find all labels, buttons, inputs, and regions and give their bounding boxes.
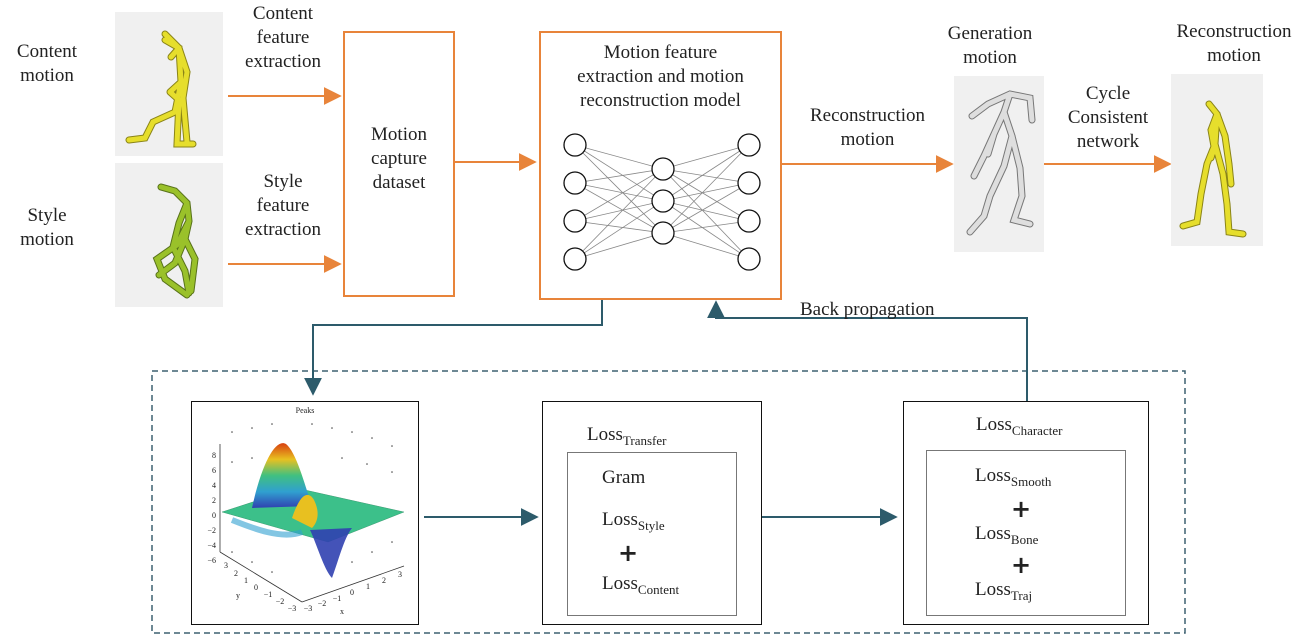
reconstruction-arrow-label: Reconstruction motion: [809, 105, 926, 150]
generation-motion-label: Generation motion: [947, 23, 1033, 68]
content-feature-extraction-label: Content feature extraction: [245, 3, 321, 72]
loss-character-title: LossCharacter: [976, 414, 1063, 438]
back-propagation-arrow: [707, 300, 1028, 401]
x-tick: 1: [366, 582, 370, 591]
z-tick: 6: [212, 466, 216, 475]
reconstruction-skeleton-figure: [1179, 100, 1247, 238]
gram-label: Gram: [602, 467, 646, 488]
loss-traj-term: LossTraj: [975, 579, 1033, 603]
content-skeleton-figure: [125, 30, 197, 148]
y-tick: 2: [234, 569, 238, 578]
loss-character-box: LossCharacter LossSmooth + LossBone + Lo…: [903, 401, 1149, 625]
loss-smooth-term: LossSmooth: [975, 465, 1052, 489]
style-feature-extraction-label: Style feature extraction: [245, 171, 321, 240]
z-tick: 8: [212, 451, 216, 460]
generation-skeleton-figure: [966, 90, 1036, 236]
style-motion-label: Style motion: [20, 205, 74, 250]
z-tick: −4: [207, 541, 216, 550]
loss-content-term: LossContent: [602, 573, 680, 597]
plus-icon: +: [618, 539, 639, 567]
back-propagation-label: Back propagation: [800, 299, 935, 320]
model-to-plot-arrow: [304, 300, 603, 396]
x-tick: 0: [350, 588, 354, 597]
y-tick: −2: [276, 597, 285, 606]
peaks-surface-plot: Peaks 8 6 4 2 0 −2 −4 −6: [207, 406, 405, 616]
neural-network-icon: [563, 133, 761, 271]
y-axis-label: y: [236, 591, 240, 600]
z-tick: 2: [212, 496, 216, 505]
z-tick: 4: [212, 481, 216, 490]
loss-transfer-box: LossTransfer Gram LossStyle + LossConten…: [542, 401, 762, 625]
z-tick: −2: [207, 526, 216, 535]
reconstruction-skeleton-image: [1171, 74, 1263, 246]
y-tick: −1: [264, 590, 273, 599]
loss-bone-term: LossBone: [975, 523, 1039, 547]
cycle-consistent-network-label: Cycle Consistent network: [1067, 83, 1149, 152]
x-tick: −2: [318, 599, 327, 608]
x-tick: 2: [382, 576, 386, 585]
content-motion-label: Content motion: [16, 41, 78, 86]
x-tick: −3: [304, 604, 313, 613]
motion-model-box: Motion feature extraction and motion rec…: [539, 31, 782, 300]
plus-icon: +: [1011, 551, 1032, 579]
loss-transfer-title: LossTransfer: [587, 424, 667, 448]
loss-character-inner-box: LossSmooth + LossBone + LossTraj: [926, 450, 1126, 616]
motion-model-title: Motion feature extraction and motion rec…: [577, 42, 744, 111]
y-tick: 0: [254, 583, 258, 592]
reconstruction-motion-label: Reconstruction motion: [1176, 21, 1292, 66]
plot-title: Peaks: [296, 406, 315, 415]
y-tick: 1: [244, 576, 248, 585]
generation-skeleton-image: [954, 76, 1044, 252]
loss-transfer-inner-box: Gram LossStyle + LossContent: [567, 452, 737, 616]
style-skeleton-figure: [152, 183, 199, 299]
z-tick: −6: [207, 556, 216, 565]
z-tick: 0: [212, 511, 216, 520]
style-skeleton-image: [115, 163, 223, 307]
x-tick: −1: [333, 594, 342, 603]
loss-pipeline-container: [151, 370, 1186, 634]
motion-capture-dataset-label: Motion capture dataset: [371, 124, 427, 193]
plus-icon: +: [1011, 495, 1032, 523]
x-axis-label: x: [340, 607, 344, 616]
motion-capture-dataset-box: Motion capture dataset: [343, 31, 455, 297]
loss-style-term: LossStyle: [602, 509, 665, 533]
y-tick: 3: [224, 561, 228, 570]
peaks-plot-box: Peaks 8 6 4 2 0 −2 −4 −6: [191, 401, 419, 625]
content-skeleton-image: [115, 12, 223, 156]
x-tick: 3: [398, 570, 402, 579]
y-tick: −3: [288, 604, 297, 613]
